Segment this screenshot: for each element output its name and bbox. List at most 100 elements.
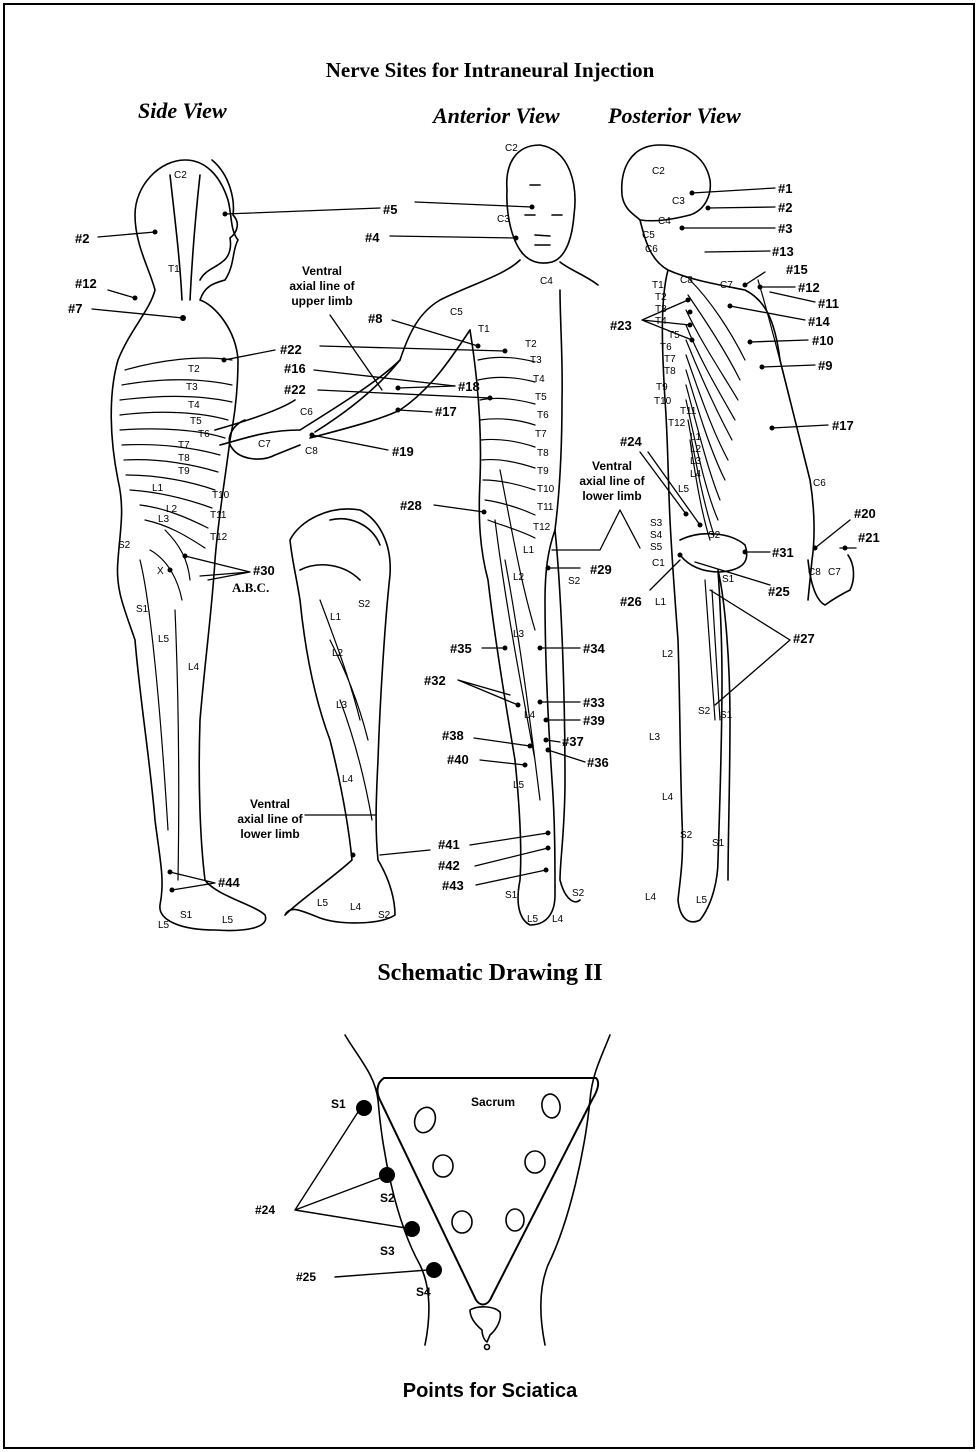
side-seg-l5-toe: L5: [222, 915, 234, 926]
side-label-22b: #22: [284, 382, 306, 397]
ventral-lower-a-line-2: axial line of: [237, 812, 303, 826]
line-post-15: [745, 272, 765, 285]
seated-seg-l1: L1: [330, 612, 342, 623]
ant-label-33: #33: [583, 695, 605, 710]
ant-seg-t12: T12: [533, 522, 551, 533]
ant-seg-c4: C4: [540, 276, 553, 287]
ant-label-42: #42: [438, 858, 460, 873]
post-seg-c6: C6: [645, 244, 658, 255]
post-seg-c3: C3: [672, 196, 685, 207]
line-side-12: [108, 290, 135, 298]
side-seg-t11: T11: [210, 510, 227, 521]
post-seg-s2-hip: S2: [708, 530, 721, 541]
post-seg-l3-leg: L3: [649, 732, 661, 743]
sacrum-label: Sacrum: [471, 1095, 515, 1109]
post-seg-l2: L2: [690, 444, 702, 455]
post-label-3: #3: [778, 221, 792, 236]
line-ventral-upper: [330, 315, 382, 390]
post-seg-l4-foot: L4: [645, 892, 657, 903]
line-post-17: [772, 425, 828, 428]
seated-seg-l2: L2: [332, 648, 344, 659]
post-label-15: #15: [786, 262, 808, 277]
ant-seg-l2: L2: [513, 572, 525, 583]
foramen-l1: [411, 1104, 439, 1135]
ant-seg-c3: C3: [497, 214, 510, 225]
side-seg-t10: T10: [212, 490, 230, 501]
post-seg-t9: T9: [656, 382, 668, 393]
side-label-17: #17: [435, 404, 457, 419]
posterior-segment-labels: C2 C3 C4 C5 C6 C7 C8 T1 T2 T3 T4 T5 T6 T…: [642, 166, 841, 906]
side-seg-c8: C8: [305, 446, 318, 457]
ant-label-38: #38: [442, 728, 464, 743]
side-label-19: #19: [392, 444, 414, 459]
post-label-13: #13: [772, 244, 794, 259]
sacrum-label-s1: S1: [331, 1097, 346, 1111]
side-label-5: #5: [383, 202, 397, 217]
ventral-lower-b-line-3: lower limb: [582, 489, 641, 503]
post-seg-c1: C1: [652, 558, 665, 569]
sciatica-point-s2: [379, 1167, 395, 1183]
post-label-11: #11: [818, 296, 839, 311]
side-seg-t12: T12: [210, 532, 228, 543]
line-post-2: [708, 207, 775, 208]
post-seg-t1: T1: [652, 280, 664, 291]
sacrum-label-s2: S2: [380, 1191, 395, 1205]
post-seg-s5: S5: [650, 542, 663, 553]
posterior-head: [622, 145, 711, 221]
line-anterior-42: [380, 848, 548, 866]
side-seg-c6: C6: [300, 407, 313, 418]
seated-knee: [300, 519, 380, 580]
sacrum-callout-label-25: #25: [296, 1270, 316, 1284]
post-label-23: #23: [610, 318, 632, 333]
side-seg-t4: T4: [188, 400, 200, 411]
side-seg-s2: S2: [118, 540, 131, 551]
posterior-hand: [808, 555, 854, 605]
line-side-16: [314, 370, 455, 386]
line-anterior-38: [474, 738, 530, 746]
side-label-16: #16: [284, 361, 306, 376]
line-anterior-41: [470, 833, 548, 845]
ant-seg-t6: T6: [537, 410, 549, 421]
side-seg-c2: C2: [174, 170, 187, 181]
post-label-2: #2: [778, 200, 792, 215]
post-seg-t6: T6: [660, 342, 672, 353]
sciatica-point-s3: [404, 1221, 420, 1237]
post-label-10: #10: [812, 333, 834, 348]
ventral-upper-line-1: Ventral: [302, 264, 342, 278]
sacrum-schematic: [295, 1035, 610, 1350]
ant-label-37: #37: [562, 734, 584, 749]
post-seg-t11: T11: [680, 406, 697, 417]
line-side-8: [392, 320, 478, 346]
ant-label-32: #32: [424, 673, 446, 688]
post-label-20: #20: [854, 506, 876, 521]
ventral-lower-a-line-1: Ventral: [250, 797, 290, 811]
seated-seg-l3: L3: [336, 700, 348, 711]
post-label-25: #25: [768, 584, 790, 599]
line-post-20: [815, 520, 850, 548]
line-side-30: [185, 556, 250, 580]
ant-label-41: #41: [438, 837, 460, 852]
side-label-22a: #22: [280, 342, 302, 357]
side-seg-l5-foot: L5: [158, 920, 170, 931]
ant-seg-t9: T9: [537, 466, 549, 477]
post-label-1: #1: [778, 181, 792, 196]
side-label-12: #12: [75, 276, 97, 291]
ant-label-29: #29: [590, 562, 612, 577]
line-side-7: [92, 309, 183, 318]
coccyx: [470, 1307, 500, 1342]
post-seg-l5-foot: L5: [696, 895, 708, 906]
line-post-9: [762, 365, 815, 367]
seated-figure: [285, 509, 395, 923]
anterior-point-labels: #28 #29 #35 #34 #32 #33 #39 #38 #37 #40 …: [400, 498, 612, 893]
line-post-10: [750, 340, 808, 342]
post-seg-l5: L5: [678, 484, 690, 495]
ant-seg-l4: L4: [524, 710, 536, 721]
side-seg-t9: T9: [178, 466, 190, 477]
side-seg-t1: T1: [168, 264, 180, 275]
side-seg-t3: T3: [186, 382, 198, 393]
ant-label-36: #36: [587, 755, 609, 770]
side-seg-s1-foot: S1: [180, 910, 193, 921]
side-label-30: #30: [253, 563, 275, 578]
line-side-4: [390, 236, 516, 238]
post-seg-l2-leg: L2: [662, 649, 674, 660]
